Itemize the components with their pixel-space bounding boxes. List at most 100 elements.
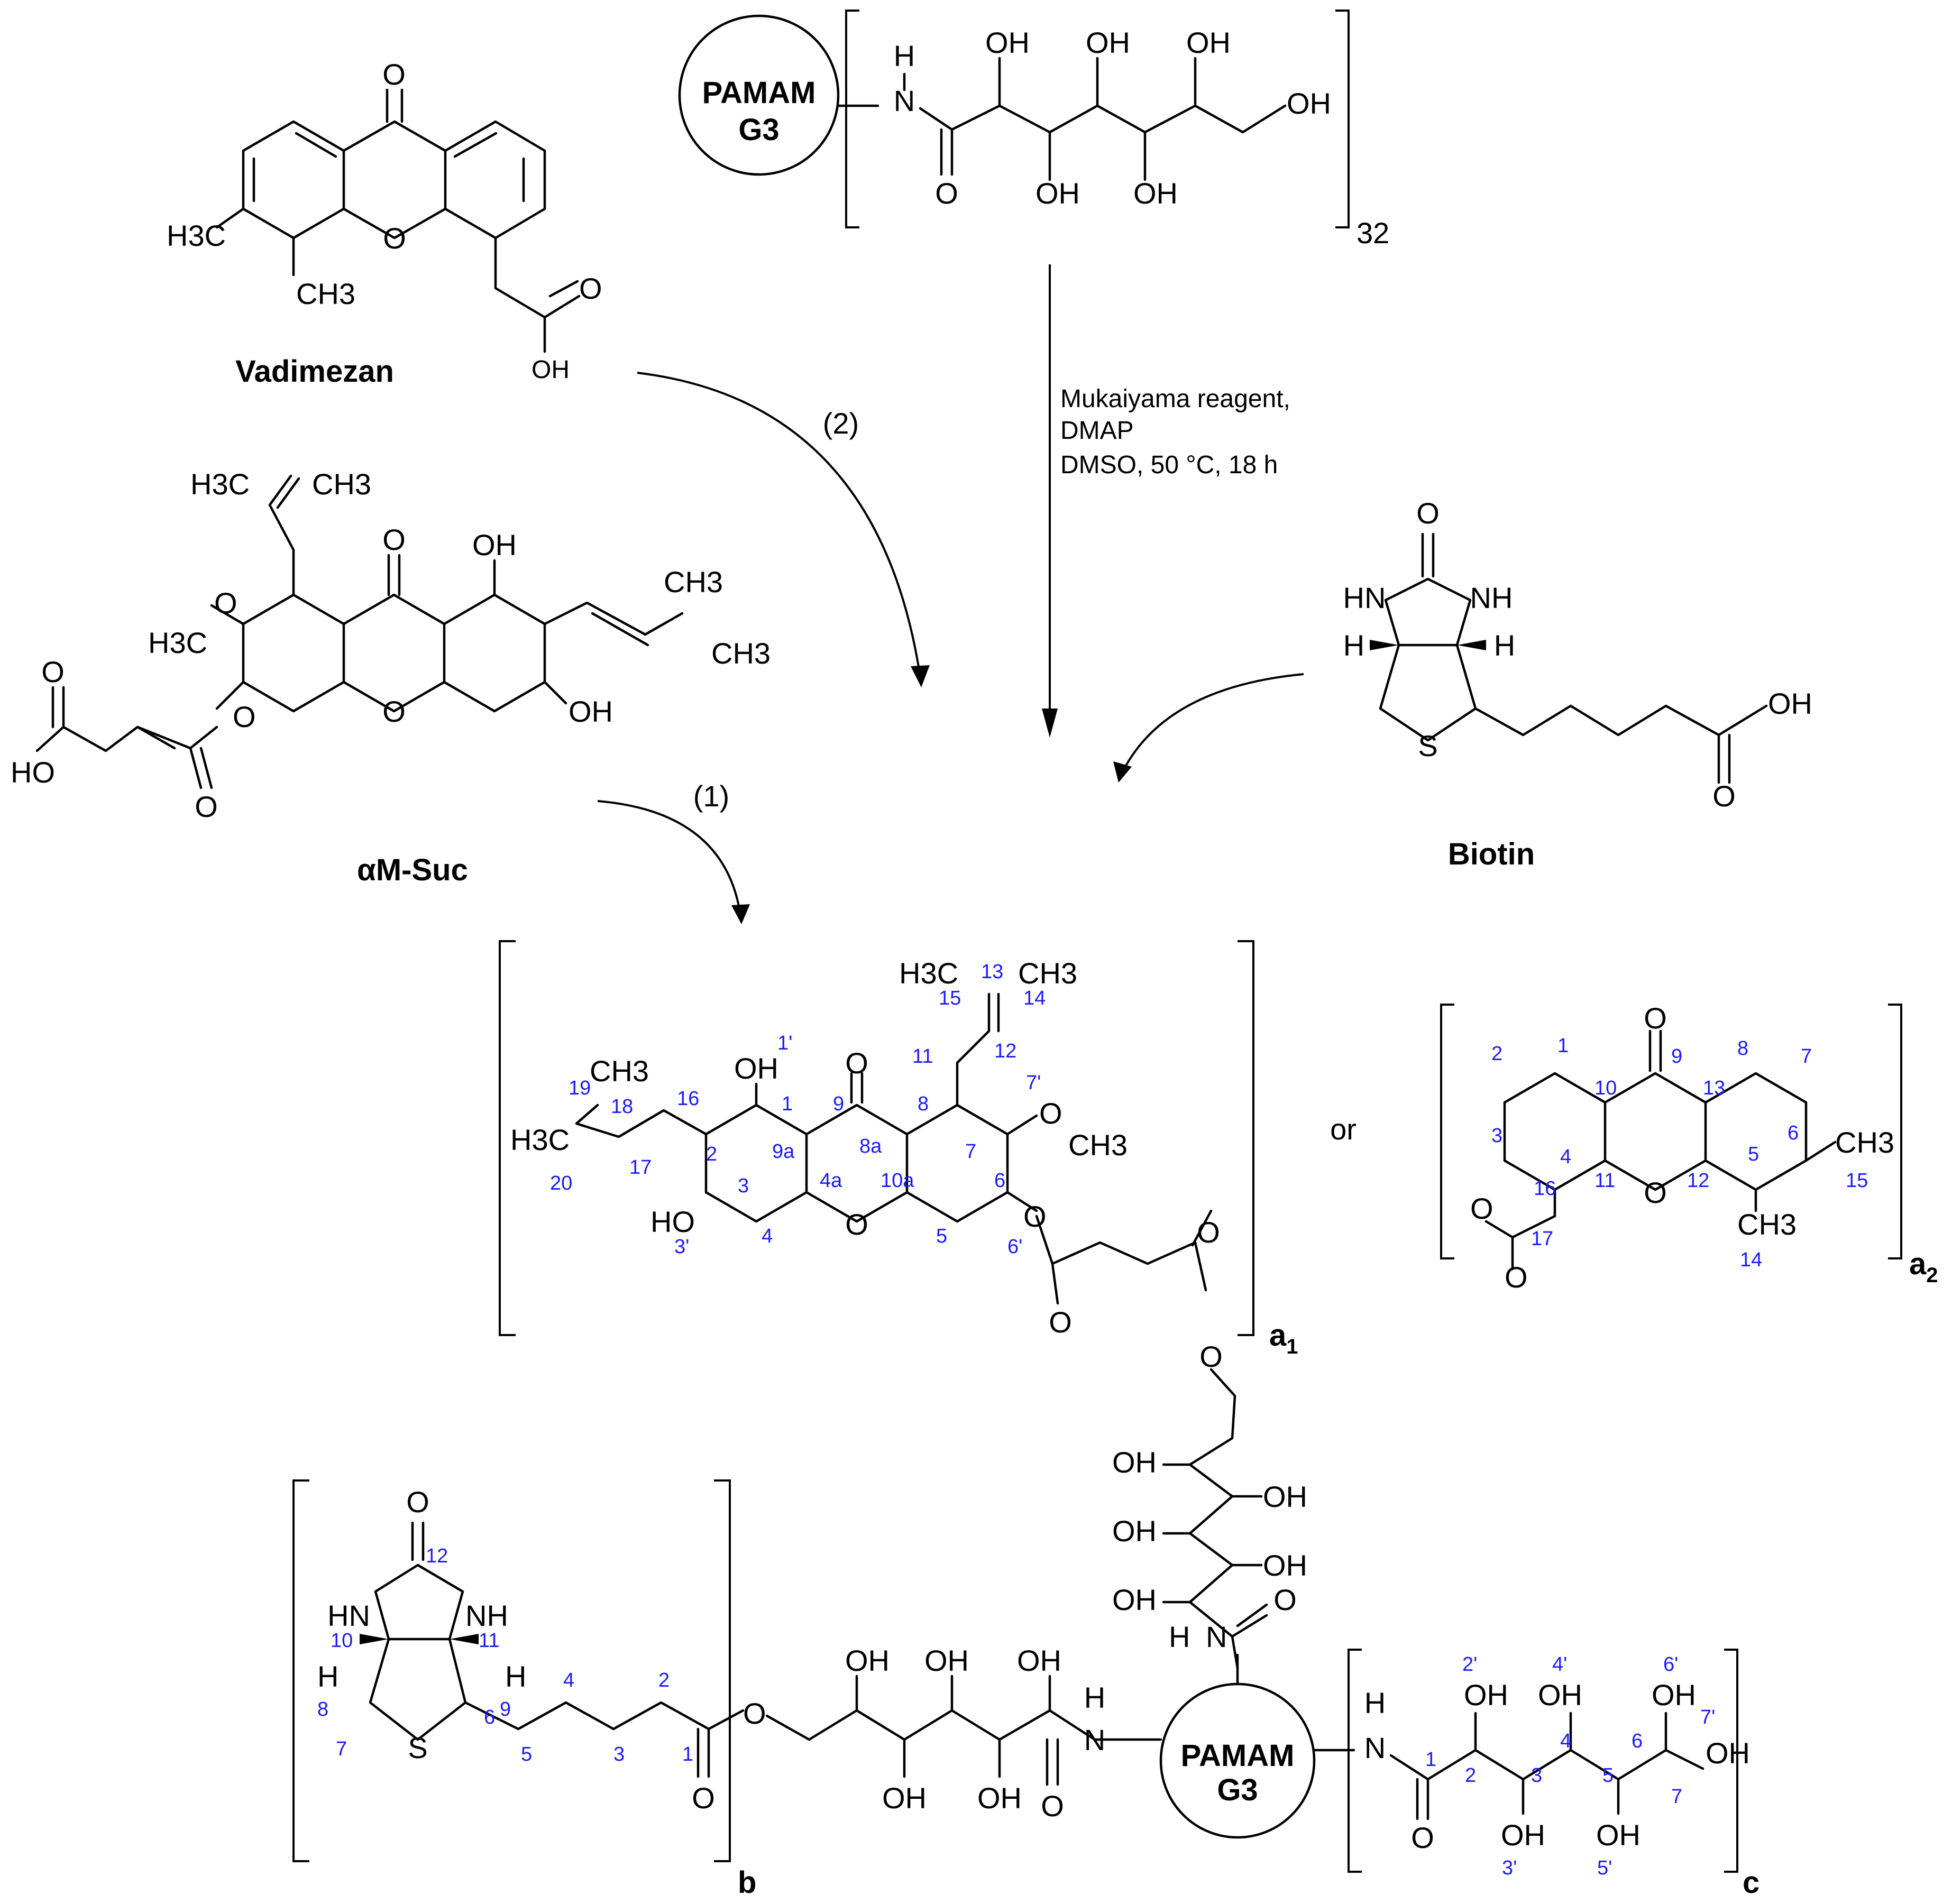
- biotin-h-right: H: [1494, 629, 1515, 662]
- subscript-b: b: [738, 1865, 756, 1900]
- step-arrows: (2) (1): [597, 372, 1304, 924]
- link-ho-3: OH: [1112, 1514, 1157, 1548]
- product-am-methyl-19: CH3: [590, 1054, 649, 1088]
- glu-num-4: 4: [1560, 1730, 1571, 1752]
- product-am-methoxy-o: O: [1039, 1097, 1062, 1130]
- biotin-o: O: [1416, 496, 1440, 530]
- step-1-label: (1): [693, 779, 729, 813]
- am-num-1p: 1': [777, 1032, 792, 1054]
- glu-num-2p: 2': [1462, 1653, 1477, 1676]
- product-am-carbonyl-o: O: [845, 1046, 868, 1080]
- biotin-acid-o: O: [1712, 779, 1736, 813]
- am-ho: HO: [11, 756, 55, 789]
- product-vad-link-o: O: [1505, 1261, 1528, 1294]
- top-oh-3: OH: [1186, 26, 1231, 59]
- biotin-s: S: [1418, 729, 1437, 762]
- glu-num-3p: 3': [1502, 1857, 1517, 1879]
- c-oh-5: OH: [1596, 1818, 1641, 1852]
- c-amide-h: H: [1364, 1686, 1386, 1719]
- product-vadimezan-moiety: O O CH3 CH3 O O a2 1 2 3 4 10 11 12 13 9…: [1440, 1001, 1938, 1294]
- c-amide-n: N: [1364, 1731, 1386, 1764]
- link-amide-n: N: [1206, 1620, 1227, 1653]
- subscript-c: c: [1743, 1865, 1759, 1900]
- biotin-num-5: 5: [521, 1743, 532, 1765]
- c-oh-4: OH: [1538, 1678, 1582, 1712]
- vad-num-13: 13: [1703, 1077, 1725, 1099]
- vadimezan-structure: O O H3C CH3 O OH Vadimezan: [167, 58, 602, 389]
- vadimezan-acid-o: O: [579, 272, 602, 305]
- am-oh-2: OH: [569, 695, 613, 728]
- or-label: or: [1330, 1112, 1357, 1146]
- subscript-a1-num: 1: [1286, 1335, 1298, 1358]
- am-ester-co: O: [195, 790, 218, 823]
- conditions-line-3: DMSO, 50 °C, 18 h: [1060, 451, 1278, 479]
- pamam-top-o: O: [935, 177, 958, 210]
- subscript-a2-letter: a: [1909, 1247, 1927, 1281]
- am-oh-1: OH: [472, 528, 517, 562]
- am-num-15: 15: [939, 987, 961, 1009]
- am-suc-name: αM-Suc: [357, 853, 468, 887]
- product-vad-carbonyl-o: O: [1644, 1001, 1667, 1035]
- vad-num-3: 3: [1491, 1125, 1502, 1147]
- am-num-9: 9: [833, 1093, 844, 1115]
- vadimezan-ring-o: O: [383, 222, 406, 255]
- am-num-8: 8: [918, 1093, 929, 1115]
- vad-num-14: 14: [1740, 1249, 1762, 1271]
- am-num-11: 11: [912, 1045, 933, 1068]
- vadimezan-methyl-b: CH3: [296, 277, 355, 310]
- vad-num-12: 12: [1687, 1170, 1709, 1192]
- product-am-methyl-20: H3C: [510, 1123, 570, 1156]
- biotin-num-3: 3: [613, 1743, 625, 1765]
- vadimezan-carbonyl-o: O: [382, 58, 406, 91]
- c-oh-7: OH: [1706, 1736, 1750, 1770]
- am-num-19: 19: [569, 1077, 591, 1099]
- top-oh-6: OH: [1287, 87, 1331, 120]
- top-oh-5: OH: [1133, 177, 1178, 210]
- vadimezan-name: Vadimezan: [235, 354, 394, 389]
- product-am-methyl-15: H3C: [899, 956, 958, 990]
- product-gluconyl-link: OH OH OH OH OH O N H: [1112, 1368, 1307, 1686]
- biotin-num-8: 8: [317, 1698, 328, 1721]
- product-biotin-nh: NH: [465, 1599, 508, 1632]
- biotin-num-1: 1: [682, 1743, 693, 1765]
- product-vad-acid-o: O: [1470, 1192, 1493, 1225]
- biotin-num-4: 4: [563, 1669, 574, 1691]
- am-num-7p: 7': [1026, 1072, 1041, 1094]
- biotin-nh: NH: [1470, 581, 1513, 614]
- am-acid-o: O: [41, 655, 65, 688]
- am-ring-o: O: [382, 695, 406, 728]
- product-am-link-co: O: [1197, 1216, 1220, 1249]
- lg-oh-4: OH: [882, 1781, 927, 1815]
- am-num-4: 4: [762, 1225, 773, 1247]
- product-biotin-hn: HN: [327, 1599, 370, 1632]
- am-num-7: 7: [965, 1140, 976, 1163]
- lg-oh-5: OH: [977, 1781, 1022, 1815]
- lg-oh-1: OH: [845, 1644, 890, 1677]
- product-biotin-co: O: [692, 1781, 715, 1815]
- glu-num-2: 2: [1465, 1764, 1476, 1787]
- pamam-bottom-label-1: PAMAM: [1181, 1739, 1295, 1773]
- am-num-3p: 3': [674, 1236, 689, 1258]
- link-oh-4: OH: [1263, 1549, 1307, 1582]
- pamam-bottom-label-2: G3: [1217, 1773, 1258, 1807]
- conditions-line-2: DMAP: [1060, 417, 1134, 445]
- c-oh-3: OH: [1501, 1818, 1545, 1852]
- am-num-1: 1: [782, 1093, 793, 1115]
- vad-num-8: 8: [1737, 1037, 1748, 1060]
- top-oh-2: OH: [1086, 26, 1130, 59]
- c-oh-6: OH: [1652, 1678, 1696, 1712]
- product-am-oh-1: OH: [734, 1052, 778, 1085]
- product-biotin-h-left: H: [317, 1660, 338, 1693]
- vadimezan-methyl-a: H3C: [167, 219, 226, 252]
- pamam-top-subscript: 32: [1357, 216, 1389, 250]
- lg-amide-n: N: [1084, 1723, 1105, 1756]
- product-pamam-core: PAMAM G3: [1159, 1682, 1316, 1839]
- c-oh-2: OH: [1464, 1678, 1508, 1712]
- product-biotin-ester-o: O: [743, 1697, 766, 1730]
- biotin-name: Biotin: [1448, 837, 1535, 871]
- product-am-methyl-14: CH3: [1018, 956, 1077, 990]
- biotin-num-12: 12: [426, 1545, 448, 1567]
- vadimezan-acid-oh: OH: [531, 356, 570, 384]
- link-amide-o: O: [1273, 1583, 1297, 1616]
- step-2-label: (2): [823, 407, 859, 440]
